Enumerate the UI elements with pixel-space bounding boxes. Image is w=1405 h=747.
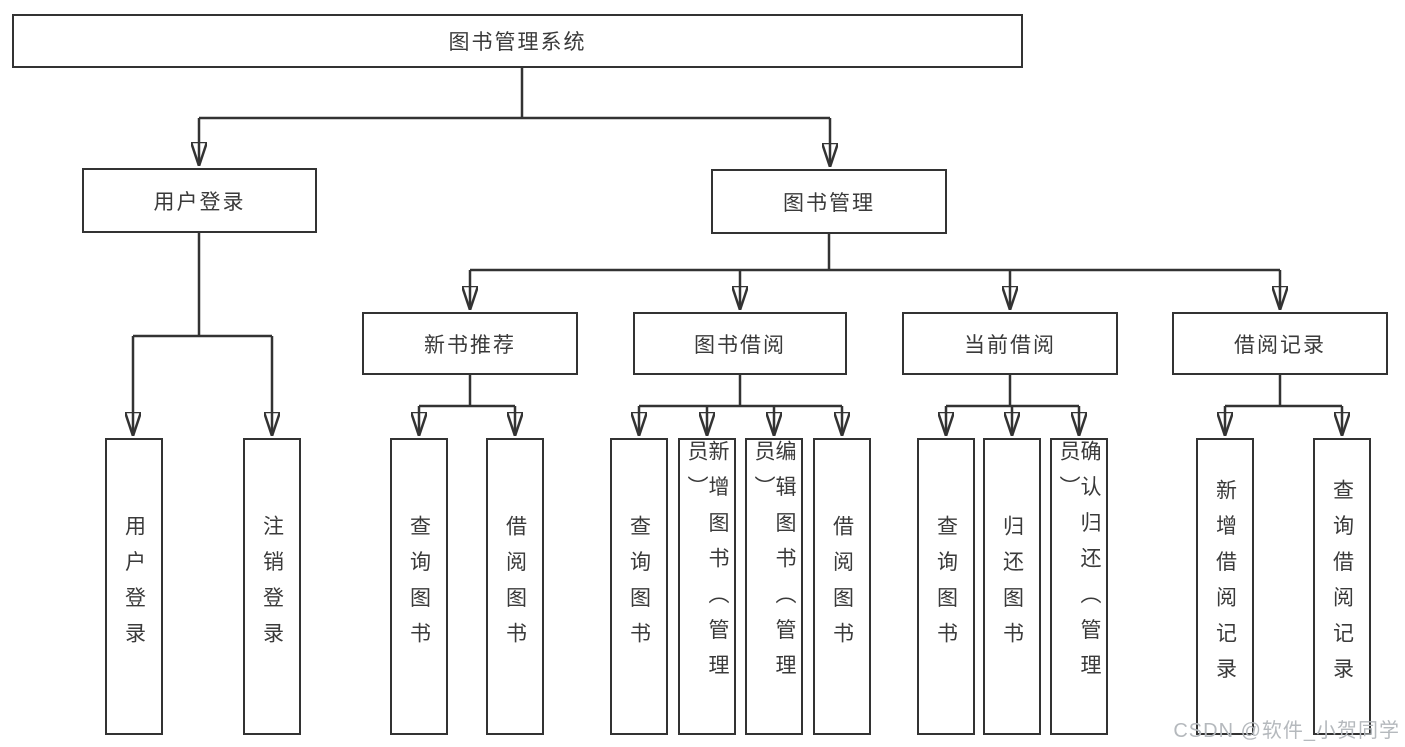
- node-book-borrowing: 图书借阅: [633, 312, 847, 375]
- node-book-management: 图书管理: [711, 169, 947, 234]
- node-root-system-label: 图书管理系统: [448, 31, 587, 54]
- node-borrowing-records-label: 借阅记录: [1234, 333, 1326, 357]
- node-leaf-add-borrow-record-label: 新增借阅记录: [1213, 479, 1237, 694]
- node-leaf-borrow-book-2-label: 借阅图书: [830, 515, 854, 658]
- node-borrowing-records: 借阅记录: [1172, 312, 1388, 375]
- node-new-book-recommend: 新书推荐: [362, 312, 578, 375]
- node-book-borrowing-label: 图书借阅: [694, 333, 786, 357]
- node-leaf-query-book-1-label: 查询图书: [407, 515, 431, 658]
- node-leaf-edit-book-admin: 编辑图书（管理员）: [745, 438, 803, 735]
- node-leaf-borrow-book-2: 借阅图书: [813, 438, 871, 735]
- node-new-book-recommend-label: 新书推荐: [424, 333, 516, 357]
- node-leaf-return-book-label: 归还图书: [1000, 515, 1024, 658]
- node-leaf-logout-label: 注销登录: [260, 515, 284, 658]
- node-leaf-borrow-book-1-label: 借阅图书: [503, 515, 527, 658]
- node-leaf-query-book-3-label: 查询图书: [934, 515, 958, 658]
- node-leaf-edit-book-admin-label: 编辑图书（管理员）: [752, 440, 796, 690]
- node-user-login-label: 用户登录: [153, 190, 246, 214]
- node-current-borrowing: 当前借阅: [902, 312, 1118, 375]
- node-leaf-query-book-1: 查询图书: [390, 438, 448, 735]
- node-user-login: 用户登录: [82, 168, 317, 233]
- node-leaf-query-book-2: 查询图书: [610, 438, 668, 735]
- node-leaf-borrow-book-1: 借阅图书: [486, 438, 544, 735]
- node-book-management-label: 图书管理: [783, 191, 875, 215]
- node-leaf-add-book-admin-label: 新增图书（管理员）: [685, 440, 729, 690]
- node-root-system: 图书管理系统: [12, 14, 1023, 68]
- node-leaf-query-borrow-record-label: 查询借阅记录: [1330, 479, 1354, 694]
- csdn-watermark: CSDN @软件_小贺同学: [1173, 720, 1400, 742]
- node-leaf-add-book-admin: 新增图书（管理员）: [678, 438, 736, 735]
- node-leaf-query-book-2-label: 查询图书: [627, 515, 651, 658]
- node-leaf-confirm-return-admin-label: 确认归还（管理员）: [1057, 440, 1101, 690]
- node-leaf-add-borrow-record: 新增借阅记录: [1196, 438, 1254, 735]
- node-leaf-return-book: 归还图书: [983, 438, 1041, 735]
- node-leaf-confirm-return-admin: 确认归还（管理员）: [1050, 438, 1108, 735]
- node-leaf-user-login: 用户登录: [105, 438, 163, 735]
- node-leaf-query-book-3: 查询图书: [917, 438, 975, 735]
- node-leaf-user-login-label: 用户登录: [122, 515, 146, 658]
- node-current-borrowing-label: 当前借阅: [964, 333, 1056, 357]
- node-leaf-logout: 注销登录: [243, 438, 301, 735]
- node-leaf-query-borrow-record: 查询借阅记录: [1313, 438, 1371, 735]
